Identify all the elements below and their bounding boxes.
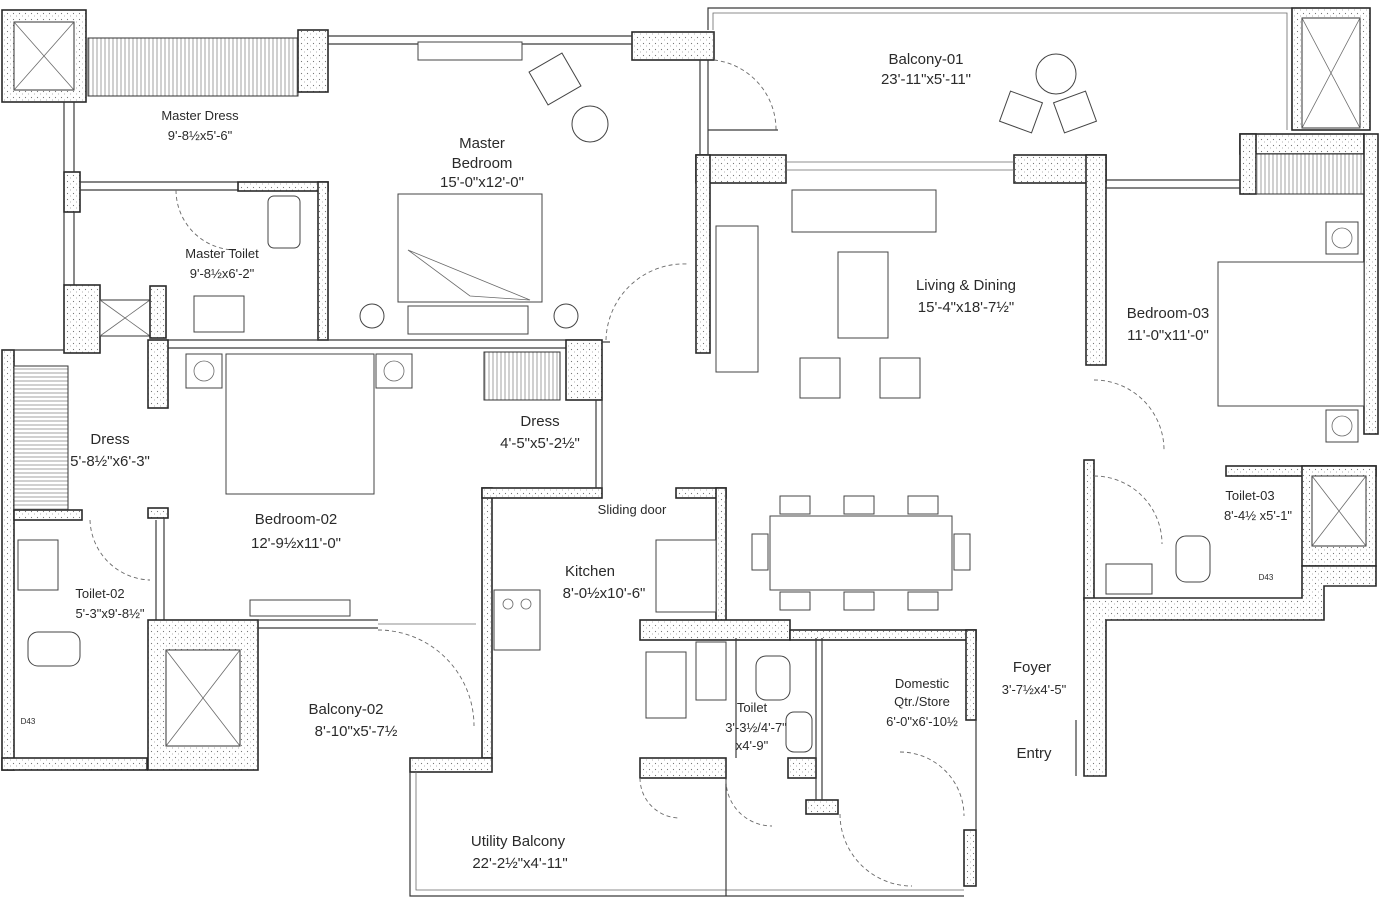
bedroom-03-name: Bedroom-03: [1127, 305, 1210, 322]
toilet-02-name: Toilet-02: [75, 586, 124, 601]
toilet-size-2: x4'-9": [736, 738, 769, 753]
balcony-02-name: Balcony-02: [308, 701, 383, 718]
furniture: [17, 41, 1365, 887]
walls: [1, 7, 1379, 897]
living-dining-name: Living & Dining: [916, 277, 1016, 294]
dress-left-size: 5'-8½"x6'-3": [70, 453, 150, 470]
bedroom-03-size: 11'-0"x11'-0": [1127, 327, 1209, 344]
domestic-name-2: Qtr./Store: [894, 694, 950, 709]
balcony-01-outline: [707, 7, 1293, 131]
balcony-02-size: 8'-10"x5'-7½: [315, 723, 398, 740]
dress-center-name: Dress: [520, 413, 559, 430]
toilet-03-size: 8'-4½ x5'-1": [1224, 508, 1292, 523]
sliding-door-label: Sliding door: [598, 502, 667, 517]
utility-balcony-name: Utility Balcony: [471, 833, 566, 850]
utility-balcony-size: 22'-2½"x4'-11": [472, 855, 567, 872]
bedroom-02-name: Bedroom-02: [255, 511, 338, 528]
master-dress-name: Master Dress: [161, 108, 239, 123]
balcony-01-size: 23'-11"x5'-11": [881, 71, 971, 88]
master-bedroom-name-1: Master: [459, 135, 505, 152]
kitchen-name: Kitchen: [565, 563, 615, 580]
kitchen-size: 8'-0½x10'-6": [563, 585, 646, 602]
living-dining-size: 15'-4"x18'-7½": [918, 299, 1014, 316]
room-labels: Balcony-01 23'-11"x5'-11" Master Dress 9…: [21, 51, 1293, 872]
dress-left-name: Dress: [90, 431, 129, 448]
bedroom-02-size: 12'-9½x11'-0": [251, 535, 341, 552]
foyer-size: 3'-7½x4'-5": [1002, 682, 1067, 697]
master-bedroom-name-2: Bedroom: [452, 155, 513, 172]
entry-label: Entry: [1016, 745, 1052, 762]
toilet-size-1: 3'-3½/4'-7": [725, 720, 787, 735]
toilet-02-mark: D43: [21, 717, 36, 726]
dress-center-size: 4'-5"x5'-2½": [500, 435, 580, 452]
master-dress-size: 9'-8½x5'-6": [168, 128, 233, 143]
master-bedroom-size: 15'-0"x12'-0": [440, 174, 524, 191]
balcony-01-name: Balcony-01: [888, 51, 963, 68]
master-toilet-size: 9'-8½x6'-2": [190, 266, 255, 281]
toilet-name: Toilet: [737, 700, 768, 715]
toilet-03-name: Toilet-03: [1225, 488, 1274, 503]
domestic-size: 6'-0"x6'-10½: [886, 714, 958, 729]
toilet-02-size: 5'-3"x9'-8½": [75, 606, 144, 621]
toilet-03-mark: D43: [1259, 573, 1274, 582]
foyer-name: Foyer: [1013, 659, 1051, 676]
domestic-name-1: Domestic: [895, 676, 950, 691]
master-toilet-name: Master Toilet: [185, 246, 259, 261]
